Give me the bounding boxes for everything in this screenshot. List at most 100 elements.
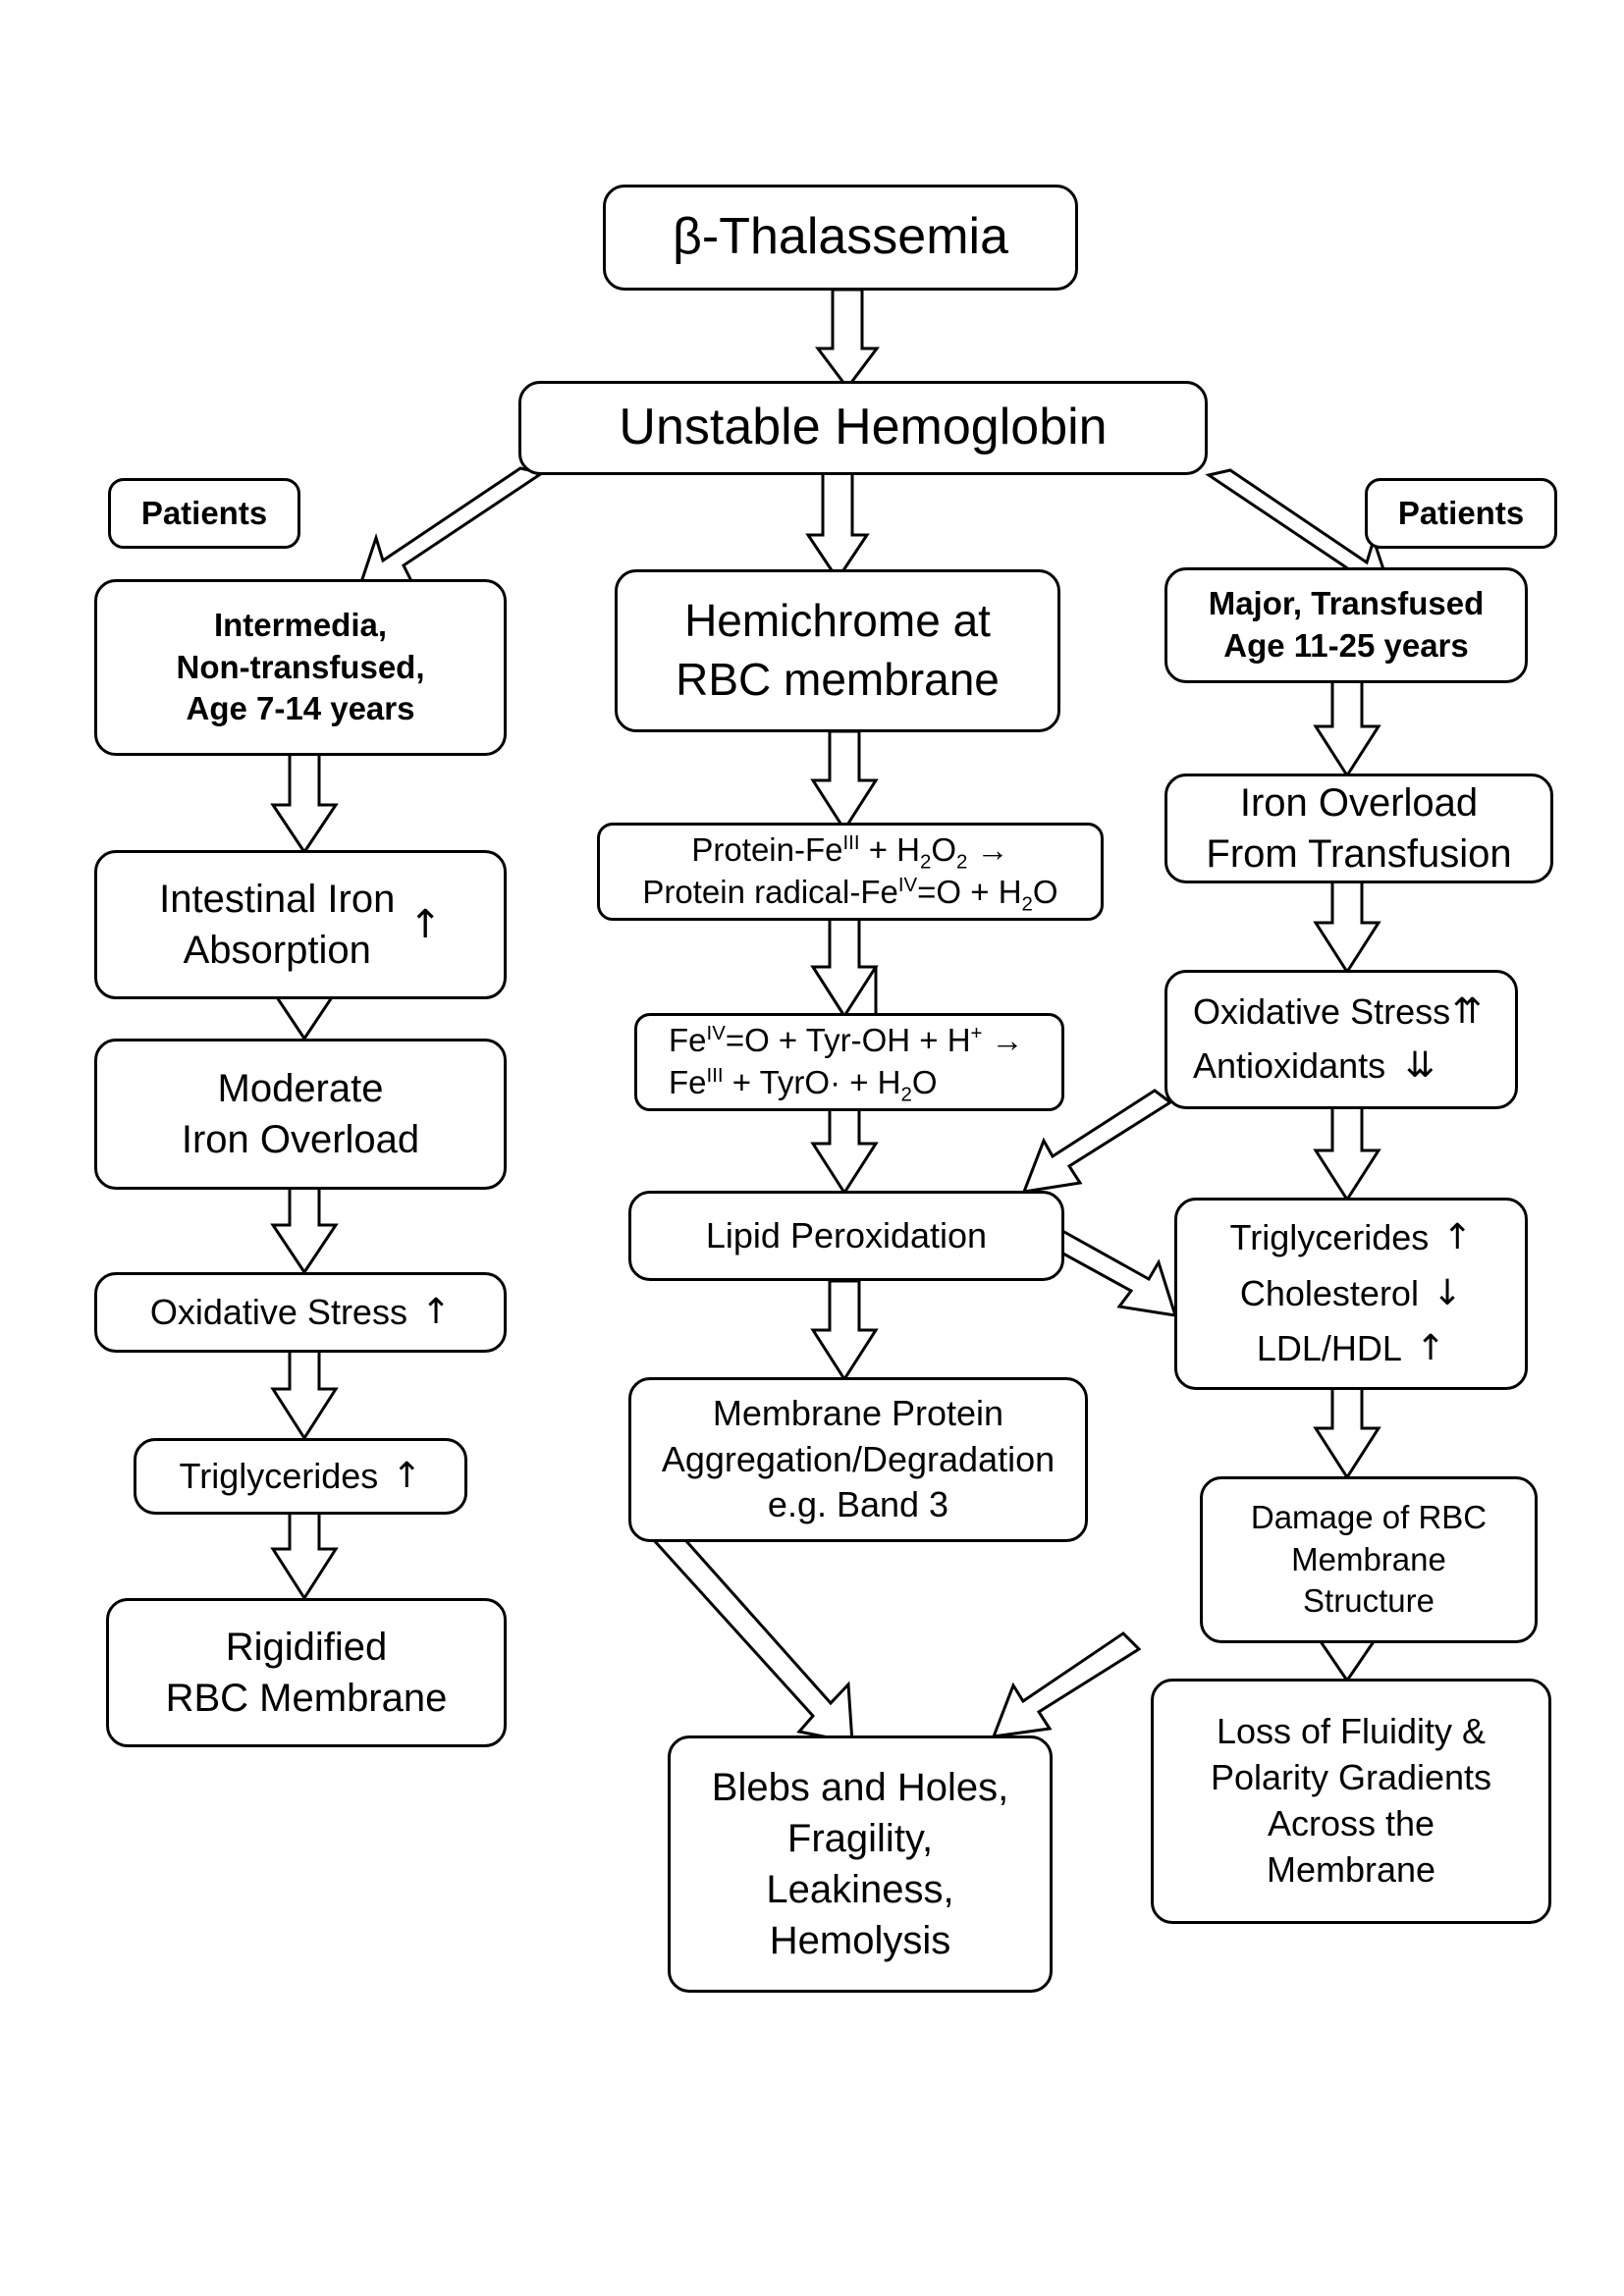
membrane-protein-line2: Aggregation/Degradation: [661, 1438, 1056, 1479]
node-lipids-right[interactable]: Triglycerides ↑ Cholesterol ↓ LDL/HDL ↑: [1174, 1198, 1528, 1390]
moderate-line2: Iron Overload: [181, 1118, 420, 1161]
up-arrow-icon: ↑: [392, 1455, 422, 1496]
down-arrow-icon: ↓: [1432, 1272, 1463, 1313]
node-triglycerides-left[interactable]: Triglycerides ↑: [134, 1438, 467, 1515]
triglycerides-left-label: Triglycerides: [179, 1455, 379, 1496]
membrane-protein-text: Membrane Protein Aggregation/Degradation…: [631, 1391, 1085, 1528]
edge-unstable-to-intermedia: [355, 466, 546, 593]
patients-right-label: Patients: [1397, 494, 1525, 531]
double-up-arrow-icon: ⇈: [1452, 991, 1483, 1033]
oxidative-stress-right-text: Oxidative Stress ⇈ Antioxidants ⇊: [1167, 989, 1515, 1090]
intestinal-iron-line1: Intestinal Iron: [159, 878, 396, 921]
cholesterol-label: Cholesterol: [1239, 1272, 1419, 1313]
reaction-1-line2: Protein radical-FeIV=O + H2O: [642, 874, 1058, 916]
triglycerides-right-label: Triglycerides: [1229, 1216, 1430, 1257]
iron-overload-transfusion-text: Iron Overload From Transfusion: [1167, 777, 1550, 880]
node-hemichrome[interactable]: Hemichrome at RBC membrane: [615, 569, 1060, 732]
moderate-iron-overload-text: Moderate Iron Overload: [97, 1063, 504, 1165]
damage-line3: Structure: [1303, 1582, 1435, 1620]
edge-major-to-ironoverload: [1313, 679, 1381, 778]
node-membrane-protein-aggregation[interactable]: Membrane Protein Aggregation/Degradation…: [628, 1377, 1088, 1542]
intermedia-text: Intermedia, Non-transfused, Age 7-14 yea…: [97, 605, 504, 731]
reaction-1-line1: Protein-FeIII + H2O2 →: [691, 831, 1009, 874]
intermedia-line1: Intermedia,: [213, 606, 388, 643]
blebs-line4: Hemolysis: [769, 1919, 951, 1962]
edge-ironoverload-to-oxidative-right: [1313, 880, 1381, 975]
hemichrome-line2: RBC membrane: [676, 654, 1000, 705]
intermedia-line2: Non-transfused,: [176, 648, 425, 685]
node-oxidative-stress-left[interactable]: Oxidative Stress ↑: [94, 1272, 507, 1353]
blebs-line3: Leakiness,: [766, 1868, 954, 1911]
loss-line4: Membrane: [1266, 1848, 1436, 1890]
node-rigidified-rbc-membrane[interactable]: Rigidified RBC Membrane: [106, 1598, 507, 1747]
double-down-arrow-icon: ⇊: [1405, 1045, 1435, 1086]
node-reaction-1[interactable]: Protein-FeIII + H2O2 → Protein radical-F…: [597, 823, 1104, 921]
edge-reaction1-to-reaction2: [810, 916, 878, 1018]
edge-oxidative-left-to-triglycerides: [270, 1341, 339, 1441]
reaction-1-text: Protein-FeIII + H2O2 → Protein radical-F…: [600, 829, 1101, 914]
node-reaction-2[interactable]: FeIV=O + Tyr-OH + H+ → FeIII + TyrO· + H…: [634, 1013, 1064, 1111]
edge-reaction1-to-reaction2-shape: [810, 916, 879, 1019]
beta-thalassemia-label: β-Thalassemia: [672, 208, 1008, 266]
oxidative-stress-left-text: Oxidative Stress ↑: [97, 1290, 504, 1336]
iron-overload-line2: From Transfusion: [1206, 832, 1512, 876]
edge-membrane-to-blebs: [650, 1521, 854, 1744]
up-arrow-icon: ↑: [1415, 1328, 1446, 1369]
node-patients-left[interactable]: Patients: [108, 478, 300, 549]
node-patients-right[interactable]: Patients: [1365, 478, 1557, 549]
edge-unstable-to-hemichrome: [805, 471, 870, 582]
up-arrow-icon: ↑: [1442, 1216, 1473, 1257]
patients-left-label: Patients: [140, 494, 268, 531]
edge-hemichrome-to-reaction1: [810, 729, 879, 832]
edge-oxidative-right-to-lipids: [1313, 1105, 1381, 1202]
intestinal-iron-text: Intestinal Iron Absorption ↑: [97, 874, 504, 976]
node-unstable-hemoglobin[interactable]: Unstable Hemoglobin: [518, 381, 1208, 475]
edge-lipid-to-membrane-protein: [810, 1279, 879, 1382]
iron-overload-line1: Iron Overload: [1239, 781, 1479, 825]
loss-fluidity-text: Loss of Fluidity & Polarity Gradients Ac…: [1154, 1709, 1548, 1893]
node-lipid-peroxidation[interactable]: Lipid Peroxidation: [628, 1191, 1064, 1281]
edge-loss-to-blebs: [991, 1631, 1142, 1738]
moderate-line1: Moderate: [217, 1067, 384, 1110]
loss-line1: Loss of Fluidity &: [1216, 1711, 1487, 1752]
node-blebs-and-holes[interactable]: Blebs and Holes, Fragility, Leakiness, H…: [668, 1735, 1053, 1993]
membrane-protein-line1: Membrane Protein: [712, 1392, 1004, 1433]
blebs-text: Blebs and Holes, Fragility, Leakiness, H…: [671, 1762, 1050, 1966]
major-transfused-text: Major, Transfused Age 11-25 years: [1167, 583, 1525, 667]
rigidified-line2: RBC Membrane: [165, 1677, 448, 1720]
node-beta-thalassemia[interactable]: β-Thalassemia: [603, 185, 1078, 291]
oxidative-stress-right-label: Oxidative Stress: [1193, 991, 1451, 1033]
rigidified-text: Rigidified RBC Membrane: [109, 1622, 504, 1724]
damage-line2: Membrane: [1291, 1540, 1446, 1577]
damage-rbc-text: Damage of RBC Membrane Structure: [1203, 1497, 1535, 1624]
membrane-protein-line3: e.g. Band 3: [767, 1484, 949, 1525]
intermedia-line3: Age 7-14 years: [186, 690, 415, 727]
hemichrome-line1: Hemichrome at: [684, 595, 991, 647]
node-oxidative-stress-right[interactable]: Oxidative Stress ⇈ Antioxidants ⇊: [1164, 970, 1518, 1109]
node-iron-overload-from-transfusion[interactable]: Iron Overload From Transfusion: [1164, 774, 1553, 883]
node-major-transfused[interactable]: Major, Transfused Age 11-25 years: [1164, 567, 1528, 683]
blebs-line1: Blebs and Holes,: [711, 1766, 1009, 1809]
loss-line2: Polarity Gradients: [1210, 1757, 1492, 1798]
hemichrome-text: Hemichrome at RBC membrane: [618, 592, 1057, 710]
edge-lipids-to-damage: [1313, 1386, 1381, 1480]
node-intestinal-iron-absorption[interactable]: Intestinal Iron Absorption ↑: [94, 850, 507, 999]
oxidative-stress-left-label: Oxidative Stress: [149, 1291, 407, 1332]
node-moderate-iron-overload[interactable]: Moderate Iron Overload: [94, 1039, 507, 1190]
node-intermedia[interactable]: Intermedia, Non-transfused, Age 7-14 yea…: [94, 579, 507, 756]
unstable-hemoglobin-label: Unstable Hemoglobin: [619, 399, 1108, 456]
damage-line1: Damage of RBC: [1250, 1498, 1488, 1535]
up-arrow-icon: ↑: [420, 1291, 452, 1332]
lipids-right-text: Triglycerides ↑ Cholesterol ↓ LDL/HDL ↑: [1177, 1215, 1525, 1372]
ldl-hdl-label: LDL/HDL: [1256, 1328, 1402, 1369]
node-loss-of-fluidity[interactable]: Loss of Fluidity & Polarity Gradients Ac…: [1151, 1679, 1551, 1924]
node-damage-of-rbc-membrane[interactable]: Damage of RBC Membrane Structure: [1200, 1476, 1538, 1643]
major-line1: Major, Transfused: [1208, 585, 1485, 622]
edge-reaction2-to-lipid: [810, 1097, 879, 1196]
edge-beta-to-unstable: [815, 288, 880, 391]
triglycerides-left-text: Triglycerides ↑: [136, 1454, 464, 1500]
blebs-line2: Fragility,: [786, 1817, 934, 1860]
major-line2: Age 11-25 years: [1223, 627, 1469, 664]
lipid-peroxidation-label: Lipid Peroxidation: [705, 1214, 988, 1255]
